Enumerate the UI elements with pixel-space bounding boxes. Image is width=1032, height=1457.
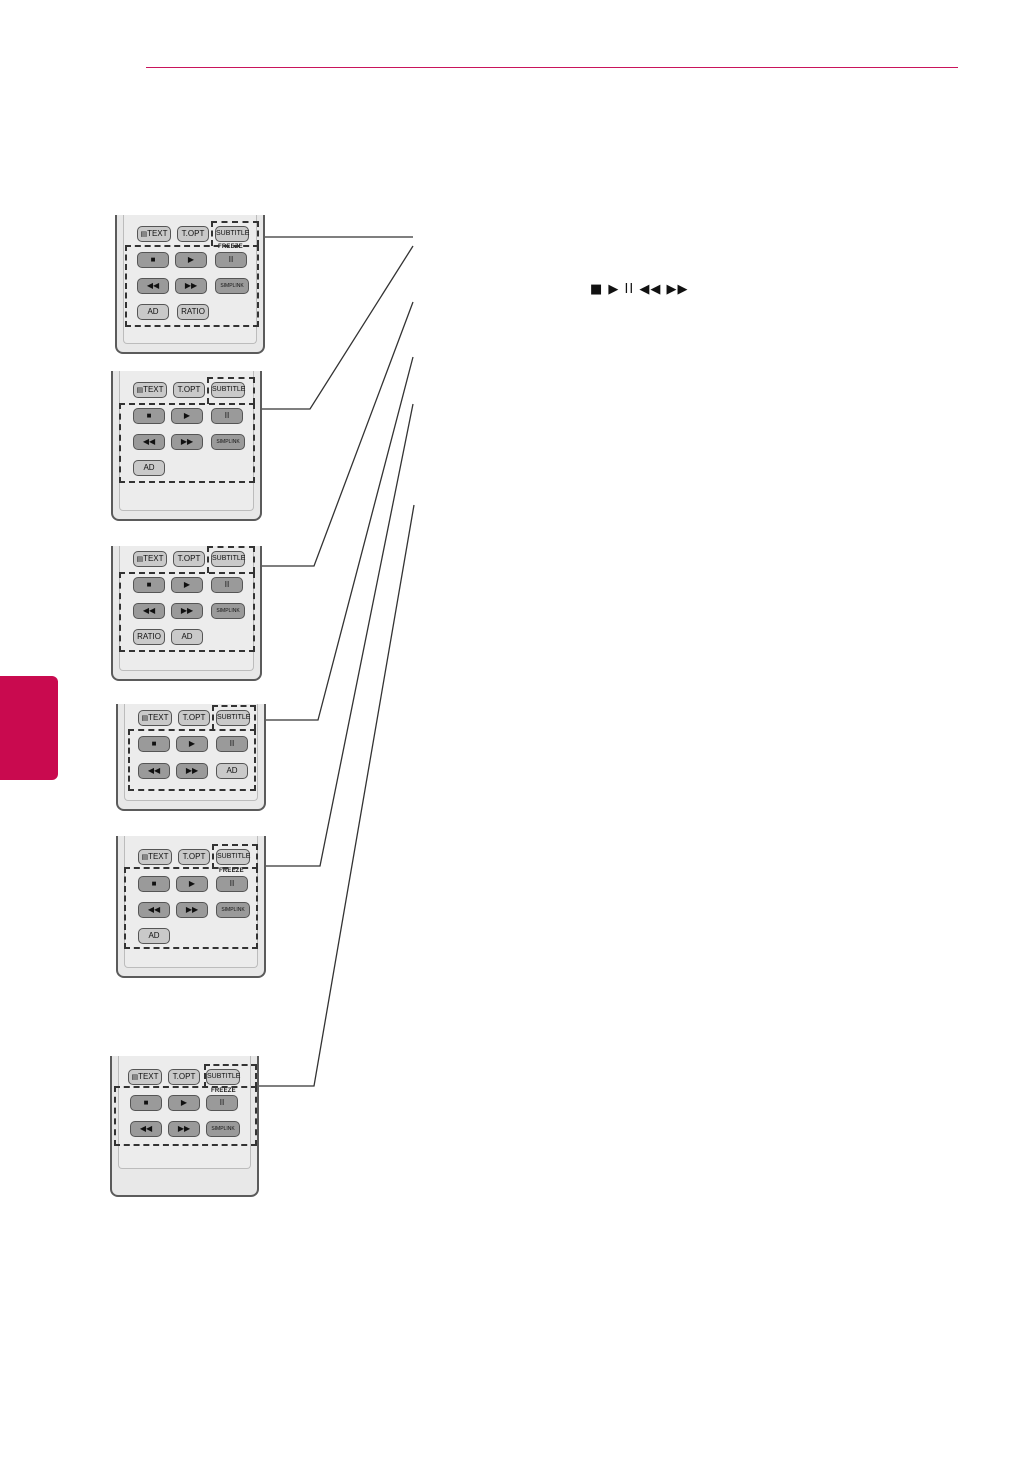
subtitle-button[interactable]: SUBTITLE	[206, 1069, 240, 1085]
simplink-button[interactable]: SIMPLINK	[206, 1121, 240, 1137]
text-button[interactable]: ▤TEXT	[138, 849, 172, 865]
ad-button[interactable]: AD	[216, 763, 248, 779]
highlight-box	[212, 844, 258, 869]
highlight-box	[114, 1086, 257, 1146]
subtitle-button[interactable]: SUBTITLE	[216, 710, 250, 726]
fastforward-button[interactable]: ▶▶	[171, 434, 203, 450]
play-button[interactable]: ▶	[168, 1095, 200, 1111]
fastforward-button[interactable]: ▶▶	[175, 278, 207, 294]
ratio-button[interactable]: RATIO	[177, 304, 209, 320]
stop-button[interactable]: ■	[133, 408, 165, 424]
fastforward-button[interactable]: ▶▶	[176, 763, 208, 779]
subtitle-button[interactable]: SUBTITLE	[215, 226, 249, 242]
fastforward-button[interactable]: ▶▶	[168, 1121, 200, 1137]
ratio-button[interactable]: RATIO	[133, 629, 165, 645]
fastforward-button[interactable]: ▶▶	[171, 603, 203, 619]
header-rule	[146, 67, 958, 68]
playback-symbols: ■ ▶ II ◀◀ ▶▶	[590, 282, 689, 297]
rewind-button[interactable]: ◀◀	[133, 603, 165, 619]
topt-button[interactable]: T.OPT	[178, 710, 210, 726]
rewind-button[interactable]: ◀◀	[137, 278, 169, 294]
text-button[interactable]: ▤TEXT	[133, 382, 167, 398]
chapter-side-tab	[0, 676, 58, 780]
highlight-box	[212, 705, 256, 730]
stop-button[interactable]: ■	[137, 252, 169, 268]
stop-button[interactable]: ■	[133, 577, 165, 593]
highlight-box	[119, 403, 255, 483]
ad-button[interactable]: AD	[171, 629, 203, 645]
topt-button[interactable]: T.OPT	[168, 1069, 200, 1085]
highlight-box	[207, 377, 255, 404]
highlight-box	[211, 221, 259, 246]
remote-1: ▤TEXT T.OPT SUBTITLE FREEZE ■ ▶ II ◀◀ ▶▶…	[115, 215, 265, 354]
text-button[interactable]: ▤TEXT	[128, 1069, 162, 1085]
play-button[interactable]: ▶	[171, 408, 203, 424]
rewind-button[interactable]: ◀◀	[138, 902, 170, 918]
pause-button[interactable]: II	[211, 408, 243, 424]
remote-4: ▤TEXT T.OPT SUBTITLE ■ ▶ II ◀◀ ▶▶ AD	[116, 704, 266, 811]
subtitle-button[interactable]: SUBTITLE	[211, 382, 245, 398]
simplink-button[interactable]: SIMPLINK	[211, 603, 245, 619]
highlight-box	[125, 245, 259, 327]
highlight-box	[207, 546, 255, 573]
fastforward-button[interactable]: ▶▶	[176, 902, 208, 918]
simplink-button[interactable]: SIMPLINK	[216, 902, 250, 918]
freeze-label: FREEZE	[211, 1088, 236, 1094]
rewind-button[interactable]: ◀◀	[138, 763, 170, 779]
highlight-box	[124, 867, 258, 949]
simplink-button[interactable]: SIMPLINK	[215, 278, 249, 294]
subtitle-button[interactable]: SUBTITLE	[216, 849, 250, 865]
freeze-label: FREEZE	[218, 244, 243, 250]
play-button[interactable]: ▶	[176, 736, 208, 752]
simplink-button[interactable]: SIMPLINK	[211, 434, 245, 450]
text-button[interactable]: ▤TEXT	[133, 551, 167, 567]
ad-button[interactable]: AD	[137, 304, 169, 320]
pause-button[interactable]: II	[216, 736, 248, 752]
subtitle-button[interactable]: SUBTITLE	[211, 551, 245, 567]
play-button[interactable]: ▶	[171, 577, 203, 593]
ad-button[interactable]: AD	[133, 460, 165, 476]
highlight-box	[204, 1064, 257, 1088]
stop-button[interactable]: ■	[138, 736, 170, 752]
stop-button[interactable]: ■	[130, 1095, 162, 1111]
remote-3: ▤TEXT T.OPT SUBTITLE ■ ▶ II ◀◀ ▶▶ SIMPLI…	[111, 546, 262, 681]
remote-6: ▤TEXT T.OPT SUBTITLE FREEZE ■ ▶ II ◀◀ ▶▶…	[110, 1056, 259, 1197]
play-button[interactable]: ▶	[176, 876, 208, 892]
remote-5: ▤TEXT T.OPT SUBTITLE FREEZE ■ ▶ II ◀◀ ▶▶…	[116, 836, 266, 978]
play-button[interactable]: ▶	[175, 252, 207, 268]
topt-button[interactable]: T.OPT	[177, 226, 209, 242]
rewind-button[interactable]: ◀◀	[133, 434, 165, 450]
freeze-label: FREEZE	[219, 868, 244, 874]
topt-button[interactable]: T.OPT	[173, 551, 205, 567]
topt-button[interactable]: T.OPT	[178, 849, 210, 865]
topt-button[interactable]: T.OPT	[173, 382, 205, 398]
pause-button[interactable]: II	[211, 577, 243, 593]
ad-button[interactable]: AD	[138, 928, 170, 944]
text-button[interactable]: ▤TEXT	[138, 710, 172, 726]
highlight-box	[128, 729, 256, 791]
text-button[interactable]: ▤TEXT	[137, 226, 171, 242]
remote-2: ▤TEXT T.OPT SUBTITLE ■ ▶ II ◀◀ ▶▶ SIMPLI…	[111, 371, 262, 521]
highlight-box	[119, 572, 255, 652]
pause-button[interactable]: II	[215, 252, 247, 268]
pause-button[interactable]: II	[216, 876, 248, 892]
stop-button[interactable]: ■	[138, 876, 170, 892]
pause-button[interactable]: II	[206, 1095, 238, 1111]
rewind-button[interactable]: ◀◀	[130, 1121, 162, 1137]
